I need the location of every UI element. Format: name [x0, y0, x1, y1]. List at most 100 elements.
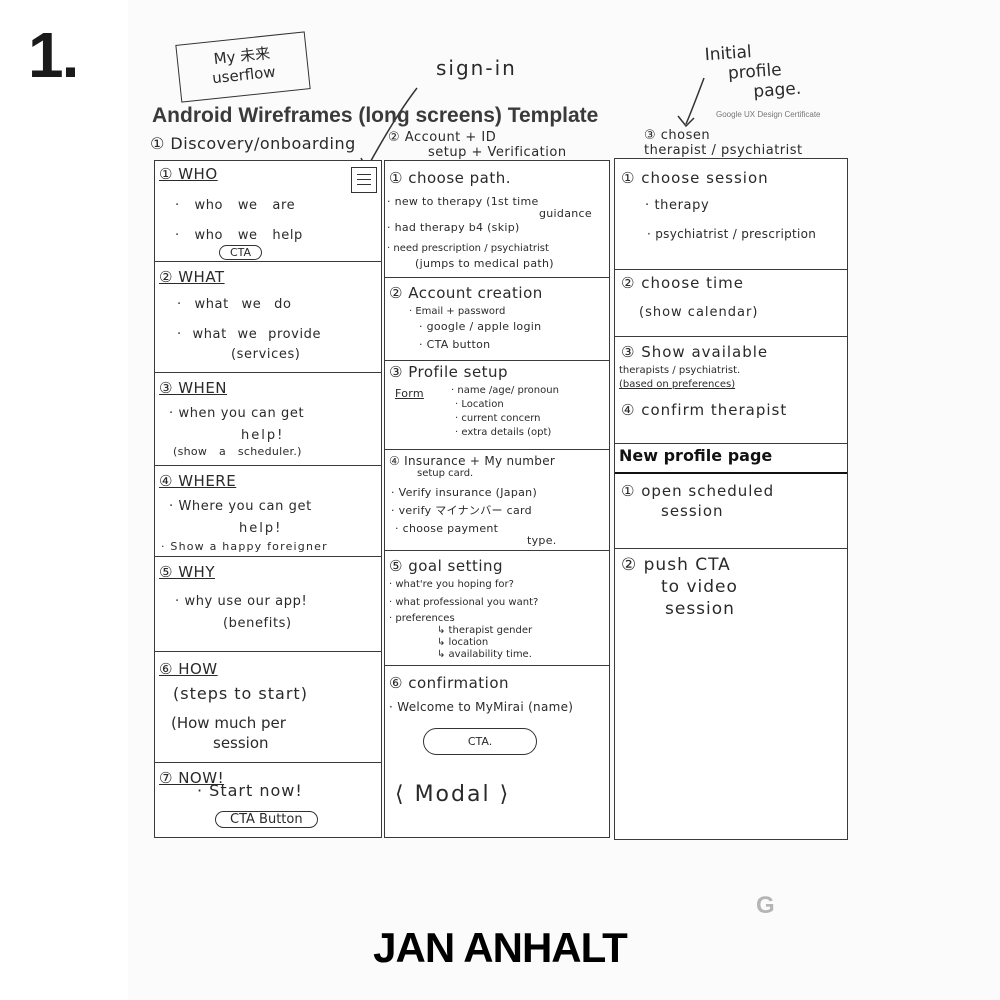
- list-item: (services): [231, 347, 301, 362]
- wireframe-chosen-therapist: ① choose session · therapy · psychiatris…: [614, 158, 848, 840]
- section-title: ① choose path.: [389, 169, 512, 187]
- list-item: · Verify insurance (Japan): [391, 486, 538, 499]
- section-title: ② choose time: [621, 274, 745, 292]
- section-choose-time: ② choose time (show calendar): [615, 270, 847, 337]
- list-item: help!: [241, 428, 285, 443]
- section-title: ③ Profile setup: [389, 363, 509, 381]
- section-why: ⑤ WHY · why use our app! (benefits): [155, 557, 381, 652]
- cta-button[interactable]: CTA: [219, 245, 263, 260]
- section-confirmation: ⑥ confirmation · Welcome to MyMirai (nam…: [385, 666, 609, 837]
- column-header-2-line: ② Account + ID: [388, 130, 497, 145]
- list-item: · current concern: [455, 413, 541, 424]
- list-item: (show a scheduler.): [173, 445, 302, 458]
- section-choose-session: ① choose session · therapy · psychiatris…: [615, 159, 847, 270]
- list-item: · Location: [455, 399, 504, 410]
- list-item: (based on preferences): [619, 379, 736, 390]
- list-item: · verify マイナンバー card: [391, 504, 532, 517]
- list-item: ↳ location: [437, 637, 489, 648]
- list-item: (show calendar): [639, 305, 759, 320]
- section-title: ⑤ goal setting: [389, 557, 504, 575]
- section-title: ⑤ WHY: [159, 563, 215, 581]
- section-title: ③ Show available: [621, 343, 769, 361]
- section-title: ① WHO: [159, 165, 218, 183]
- section-title: ② Account creation: [389, 284, 543, 302]
- section-profile-setup: ③ Profile setup Form · name /age/ pronou…: [385, 361, 609, 450]
- section-title: ③ WHEN: [159, 379, 228, 397]
- list-item: · name /age/ pronoun: [451, 385, 559, 396]
- list-item: (jumps to medical path): [415, 257, 554, 270]
- section-title: ② WHAT: [159, 268, 225, 286]
- list-item: · Show a happy foreigner: [161, 540, 328, 553]
- section-title: ④ confirm therapist: [621, 401, 788, 419]
- list-item: session: [661, 502, 724, 520]
- list-item: (How much per: [171, 714, 286, 732]
- list-item: (benefits): [223, 616, 292, 631]
- wireframe-discovery: ① WHO · who we are · who we help CTA ② W…: [154, 160, 382, 838]
- list-item: · who we are: [175, 198, 296, 213]
- list-item: · therapy: [645, 198, 710, 213]
- section-new-profile-page: New profile page: [615, 444, 847, 474]
- section-subtitle: setup card.: [417, 468, 474, 479]
- section-title: ⑥ confirmation: [389, 674, 510, 692]
- list-item: · Welcome to MyMirai (name): [389, 700, 574, 714]
- list-item: · why use our app!: [175, 594, 308, 609]
- section-choose-path: ① choose path. · new to therapy (1st tim…: [385, 161, 609, 278]
- column-header-2: ② Account + ID setup + Verification: [388, 130, 567, 160]
- section-title: ④ WHERE: [159, 472, 237, 490]
- list-item: · CTA button: [419, 338, 491, 351]
- column-header-3-line: therapist / psychiatrist: [644, 143, 803, 158]
- cta-button[interactable]: CTA Button: [215, 811, 318, 828]
- cta-button[interactable]: CTA.: [423, 728, 537, 755]
- section-title: ① choose session: [621, 169, 769, 187]
- certificate-label: Google UX Design Certificate: [716, 110, 821, 119]
- column-header-2-line: setup + Verification: [428, 145, 567, 160]
- list-item: · what we do: [177, 297, 292, 312]
- section-account-creation: ② Account creation · Email + password · …: [385, 278, 609, 361]
- list-item: · what're you hoping for?: [389, 579, 514, 590]
- list-item: · extra details (opt): [455, 427, 552, 438]
- section-confirm-therapist: ④ confirm therapist: [615, 397, 847, 444]
- list-item: · new to therapy (1st time: [387, 195, 539, 208]
- list-item: · Start now!: [197, 781, 303, 800]
- list-item: help!: [239, 521, 283, 536]
- author-name: JAN ANHALT: [373, 924, 628, 971]
- section-title: ② push CTA: [621, 555, 731, 575]
- list-item: session: [213, 734, 269, 752]
- column-header-1: ① Discovery/onboarding: [150, 134, 356, 153]
- list-item: type.: [527, 534, 557, 547]
- section-title: ④ Insurance + My number: [389, 454, 556, 468]
- list-item: · need prescription / psychiatrist: [387, 243, 549, 254]
- section-title: New profile page: [619, 446, 773, 465]
- list-item: ↳ therapist gender: [437, 625, 533, 636]
- step-number: 1.: [28, 19, 79, 91]
- list-item: · who we help: [175, 228, 303, 243]
- list-item: · had therapy b4 (skip): [387, 221, 520, 234]
- list-item: session: [665, 599, 735, 619]
- profile-arrow-icon: [677, 77, 705, 128]
- column-header-3: ③ chosen therapist / psychiatrist: [618, 128, 803, 158]
- section-goal-setting: ⑤ goal setting · what're you hoping for?…: [385, 551, 609, 666]
- list-item: · when you can get: [169, 406, 305, 421]
- list-item: therapists / psychiatrist.: [619, 365, 741, 376]
- section-who: ① WHO · who we are · who we help CTA: [155, 161, 381, 262]
- section-title: ⑦ NOW!: [159, 769, 225, 787]
- section-how: ⑥ HOW (steps to start) (How much per ses…: [155, 652, 381, 763]
- modal-label: ⟨ Modal ⟩: [395, 782, 511, 807]
- section-title: ⑥ HOW: [159, 660, 218, 678]
- form-label: Form: [395, 387, 424, 400]
- list-item: · what professional you want?: [389, 597, 539, 608]
- list-item: to video: [661, 577, 738, 597]
- section-insurance: ④ Insurance + My number setup card. · Ve…: [385, 450, 609, 551]
- list-item: · psychiatrist / prescription: [647, 227, 817, 241]
- list-item: · choose payment: [395, 522, 499, 535]
- list-item: · preferences: [389, 613, 455, 624]
- list-item: · google / apple login: [419, 320, 542, 333]
- list-item: guidance: [539, 207, 592, 220]
- template-title: Android Wireframes (long screens) Templa…: [152, 104, 599, 127]
- list-item: (steps to start): [173, 684, 308, 703]
- section-now: ⑦ NOW! · Start now! CTA Button: [155, 763, 381, 837]
- section-title: ① open scheduled: [621, 482, 775, 500]
- hamburger-menu-icon[interactable]: [351, 167, 377, 193]
- section-when: ③ WHEN · when you can get help! (show a …: [155, 373, 381, 466]
- list-item: · what we provide: [177, 327, 322, 342]
